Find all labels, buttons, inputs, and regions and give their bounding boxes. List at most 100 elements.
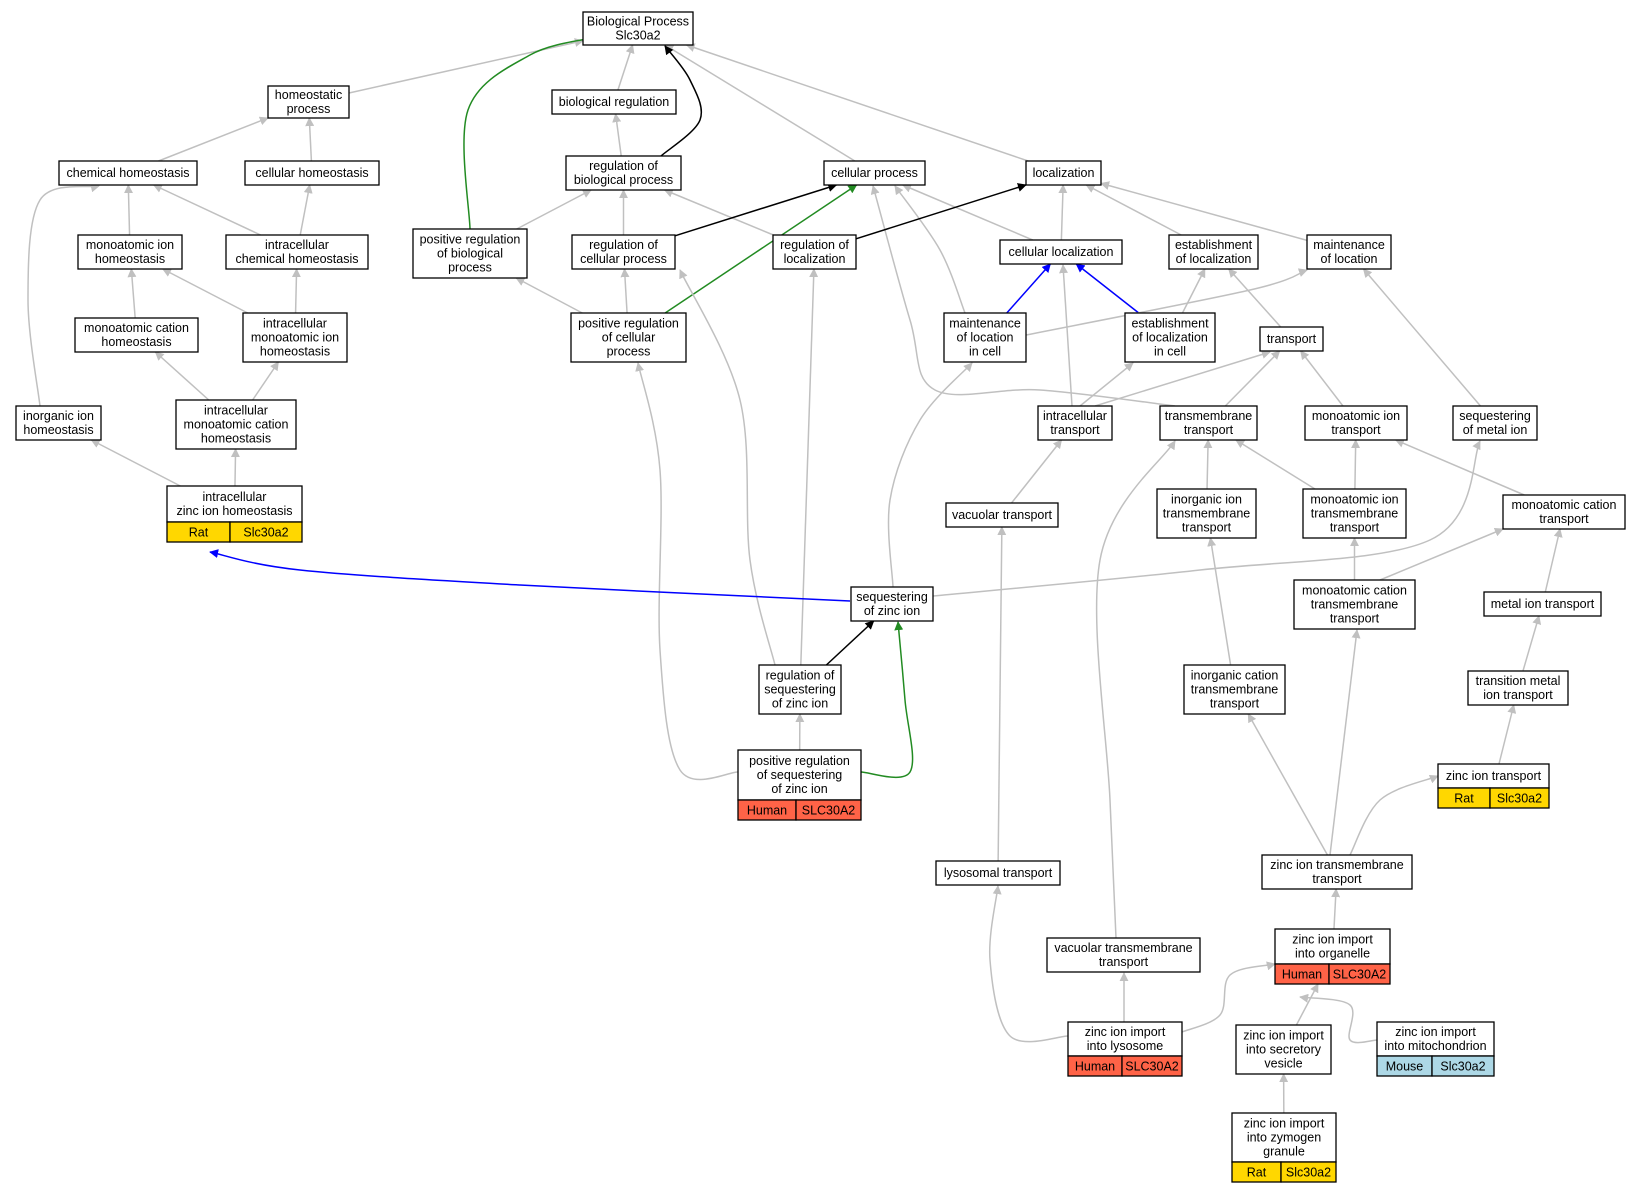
edge-is-a <box>1025 268 1308 336</box>
edge-is-a <box>152 184 261 236</box>
term-box <box>1293 579 1416 630</box>
species-label: Rat <box>189 526 209 540</box>
term-label-line: into secretory <box>1246 1043 1322 1057</box>
go-term-transport[interactable]: transport <box>1259 326 1324 352</box>
term-label-line: homeostasis <box>95 252 165 266</box>
gene-symbol-label: SLC30A2 <box>802 804 856 818</box>
go-term-metaliontransport[interactable]: metal ion transport <box>1483 591 1602 617</box>
term-label-line: in cell <box>969 345 1001 359</box>
go-term-cellloc[interactable]: cellular localization <box>999 239 1123 265</box>
term-label-line: monoatomic cation <box>184 418 289 432</box>
go-term-bioreg[interactable]: biological regulation <box>551 89 677 115</box>
go-term-lysotransport[interactable]: lysosomal transport <box>935 860 1061 886</box>
go-term-cellhomeo[interactable]: cellular homeostasis <box>244 160 380 186</box>
term-label-line: process <box>607 345 651 359</box>
go-term-vactransport[interactable]: vacuolar transport <box>945 502 1059 528</box>
edge-is-a <box>988 885 1069 1043</box>
term-label-line: localization <box>784 252 846 266</box>
term-label-line: establishment <box>1131 317 1209 331</box>
term-box <box>1452 405 1538 441</box>
term-label-line: transmembrane <box>1311 598 1399 612</box>
term-label-line: of metal ion <box>1463 423 1528 437</box>
go-term-cellproc[interactable]: cellular process <box>823 160 926 186</box>
go-term-loc[interactable]: localization <box>1025 160 1102 186</box>
term-label-line: into mitochondrion <box>1384 1039 1486 1053</box>
term-label-line: transport <box>1330 521 1380 535</box>
term-box <box>1304 405 1408 441</box>
term-label-line: cellular localization <box>1009 245 1114 259</box>
term-label-line: transmembrane <box>1311 507 1399 521</box>
term-box <box>943 312 1027 363</box>
term-label-line: zinc ion import <box>1085 1025 1166 1039</box>
term-label-line: Slc30a2 <box>615 29 660 43</box>
term-label-line: into organelle <box>1295 947 1370 961</box>
edge-is-a <box>1394 439 1525 496</box>
edge-is-a <box>870 185 1176 407</box>
edge-is-a <box>635 362 739 781</box>
term-label-line: inorganic ion <box>1171 493 1242 507</box>
term-label-line: positive regulation <box>749 754 850 768</box>
edge-is-a <box>230 448 240 487</box>
edge-is-a <box>894 185 966 314</box>
term-label-line: process <box>287 102 331 116</box>
term-label-line: transmembrane <box>1191 683 1279 697</box>
term-box <box>1124 312 1216 363</box>
term-label-line: zinc ion transport <box>1446 769 1542 783</box>
edge-is-a <box>1228 268 1282 328</box>
gene-symbol-cell <box>1121 1055 1183 1077</box>
term-label-line: sequestering <box>764 683 836 697</box>
gene-symbol-cell <box>1489 787 1550 809</box>
term-label-line: intracellular <box>1043 409 1107 423</box>
term-box <box>15 405 102 441</box>
go-term-chemhomeo[interactable]: chemical homeostasis <box>58 160 198 186</box>
gene-symbol-label: Slc30a2 <box>1286 1166 1331 1180</box>
edge-part-of <box>209 549 851 602</box>
